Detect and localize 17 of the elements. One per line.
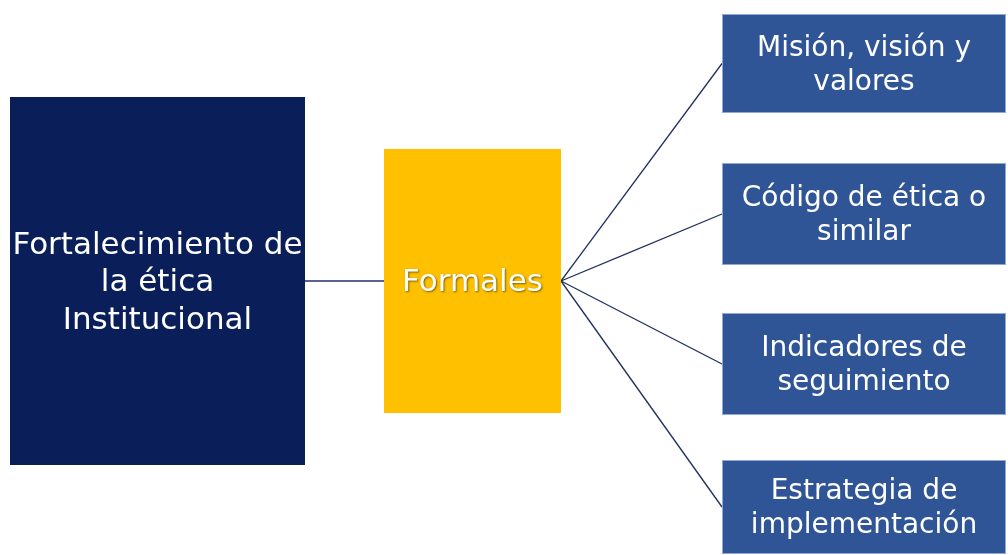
connector-line [560,213,723,282]
item-box [722,460,1006,554]
item-box [722,14,1006,113]
item-box [722,313,1006,415]
main-box [10,97,305,465]
node-label: Indicadores de seguimiento [760,330,968,398]
node-label: Estrategia de implementación [749,473,979,541]
node-label: Fortalecimiento de la ética Institucional [11,225,304,337]
connector-line [560,280,723,365]
connector-line [560,62,723,282]
connector-line [304,280,385,282]
node-label: Formales [402,262,543,300]
item-box [722,163,1006,265]
category-box [384,149,561,413]
node-label: Código de ética o similar [740,180,988,248]
node-label: Misión, visión y valores [755,29,972,98]
connector-line [560,280,723,508]
